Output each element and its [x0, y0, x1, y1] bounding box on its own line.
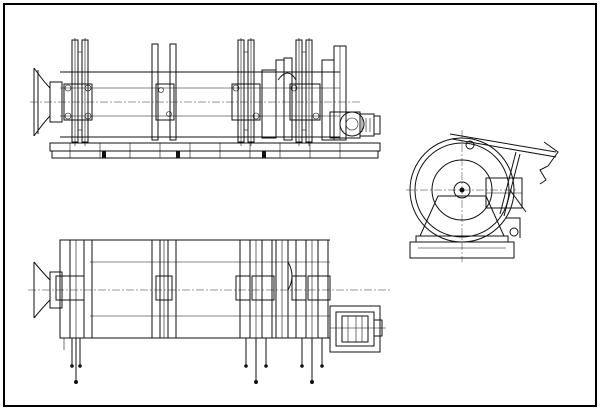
plan-lifter-4: [291, 239, 331, 384]
drawing-border: [3, 3, 597, 407]
plan-drum-1: [92, 239, 152, 339]
gearbox: [321, 45, 381, 141]
plan-warping-head: [33, 261, 63, 319]
cable-lifter-3: [231, 38, 261, 146]
cable-lifter-1: [63, 38, 93, 146]
plan-flange-2: [151, 239, 177, 339]
plan-gearbox: [329, 305, 386, 353]
warping-head: [33, 67, 63, 137]
drum-flange-2: [151, 43, 177, 141]
plan-view: [28, 239, 390, 384]
band-brake: [261, 57, 297, 141]
plan-drum-2: [176, 239, 240, 339]
plan-lifter-1: [55, 239, 93, 384]
plan-band-brake: [275, 239, 293, 339]
brake-lever: [449, 133, 559, 238]
drum-1: [92, 71, 152, 138]
side-elevation-view: [30, 38, 381, 159]
base-frame: [49, 142, 381, 159]
plan-lifter-3: [235, 239, 275, 384]
drum-2: [176, 71, 238, 138]
end-view: [406, 130, 559, 262]
cable-lifter-4: [289, 38, 321, 146]
end-pedestal: [409, 195, 515, 259]
